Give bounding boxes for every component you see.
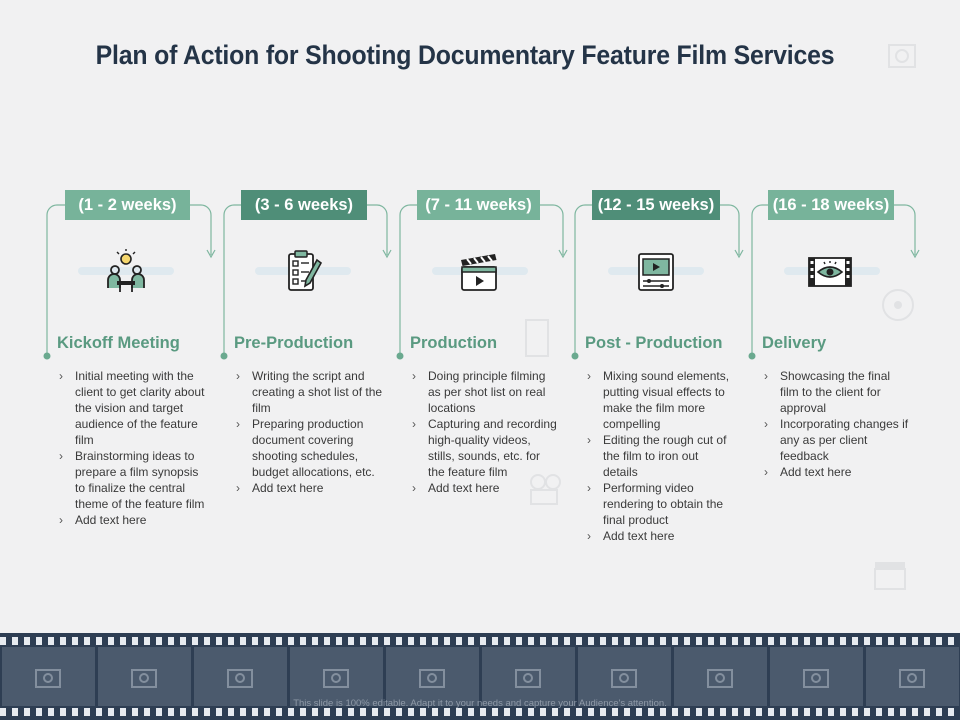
bullet-item: Showcasing the final film to the client … [762,368,912,416]
connector-left [46,204,65,355]
clapper-watermark-icon [874,562,906,590]
film-frame-icon [803,669,829,688]
connector-arrowhead [558,249,568,259]
film-frame-icon [131,669,157,688]
camera-watermark-icon [888,44,916,68]
meeting-people-icon [102,248,150,296]
film-watermark-icon [525,319,549,357]
bullet-item: Doing principle filming as per shot list… [410,368,560,416]
connector-dot [220,352,228,360]
stage-title-pre-production: Pre-Production [234,334,354,352]
stage-title-post-production: Post - Production [585,334,723,352]
bullet-item: Add text here [57,512,209,528]
connector-dot [396,352,404,360]
film-frame [770,647,863,706]
film-frame [194,647,287,706]
stage-bullets-kickoff: Initial meeting with the client to get c… [57,368,209,528]
connector-right [367,204,388,255]
connector-dot [43,352,51,360]
film-frame [578,647,671,706]
connector-left [574,204,592,355]
bullet-item: Capturing and recording high-quality vid… [410,416,560,480]
bullet-item: Editing the rough cut of the film to iro… [585,432,735,480]
connector-dot [571,352,579,360]
film-frame [2,647,95,706]
connector-right [720,204,740,255]
bullet-item: Add text here [762,464,912,480]
connector-right [894,204,916,255]
film-frame-icon [227,669,253,688]
duration-badge-pre-production: (3 - 6 weeks) [241,190,367,220]
stage-bullets-pre-production: Writing the script and creating a shot l… [234,368,384,496]
clapperboard-icon [455,248,503,296]
film-frame-icon [419,669,445,688]
bullet-item: Writing the script and creating a shot l… [234,368,384,416]
bullet-item: Brainstorming ideas to prepare a film sy… [57,448,209,512]
connector-left [399,204,417,355]
connector-dot [748,352,756,360]
slide-title: Plan of Action for Shooting Documentary … [95,40,835,70]
film-frame [386,647,479,706]
video-editor-icon [632,248,680,296]
reel-watermark-icon [882,289,914,321]
film-frame-icon [707,669,733,688]
stage-title-delivery: Delivery [762,334,827,352]
duration-badge-post-production: (12 - 15 weeks) [592,190,720,220]
connector-right [190,204,212,255]
film-frame-icon [35,669,61,688]
film-frame [674,647,767,706]
bullet-item: Preparing production document covering s… [234,416,384,480]
footer-note: This slide is 100% editable. Adapt it to… [293,698,667,709]
icon-highlight-kickoff [78,267,174,275]
connector-arrowhead [382,249,392,259]
bullet-item: Initial meeting with the client to get c… [57,368,209,448]
film-frame [482,647,575,706]
stage-bullets-production: Doing principle filming as per shot list… [410,368,560,496]
checklist-pencil-icon [280,248,328,296]
connector-arrowhead [206,249,216,259]
bullet-item: Incorporating changes if any as per clie… [762,416,912,464]
duration-badge-kickoff: (1 - 2 weeks) [65,190,190,220]
bullet-item: Add text here [585,528,735,544]
connector-left [751,204,768,355]
film-frame [98,647,191,706]
timeline-connectors [43,204,920,360]
film-eye-icon [806,248,854,296]
film-frame-icon [515,669,541,688]
connector-left [223,204,241,355]
film-perforations-top [0,637,960,645]
connector-arrowhead [910,249,920,259]
stage-title-production: Production [410,334,498,352]
connector-right [540,204,564,255]
duration-badge-production: (7 - 11 weeks) [417,190,540,220]
bullet-item: Mixing sound elements, putting visual ef… [585,368,735,432]
film-frame-icon [323,669,349,688]
stage-bullets-post-production: Mixing sound elements, putting visual ef… [585,368,735,544]
connector-arrowhead [734,249,744,259]
bullet-item: Add text here [410,480,560,496]
film-perforations-bottom [0,708,960,716]
film-frame-icon [899,669,925,688]
stage-bullets-delivery: Showcasing the final film to the client … [762,368,912,480]
film-frame-icon [611,669,637,688]
film-frame [290,647,383,706]
filmstrip-banner [0,633,960,720]
stage-title-kickoff: Kickoff Meeting [57,334,180,352]
duration-badge-delivery: (16 - 18 weeks) [768,190,894,220]
bullet-item: Add text here [234,480,384,496]
film-frame [866,647,959,706]
bullet-item: Performing video rendering to obtain the… [585,480,735,528]
